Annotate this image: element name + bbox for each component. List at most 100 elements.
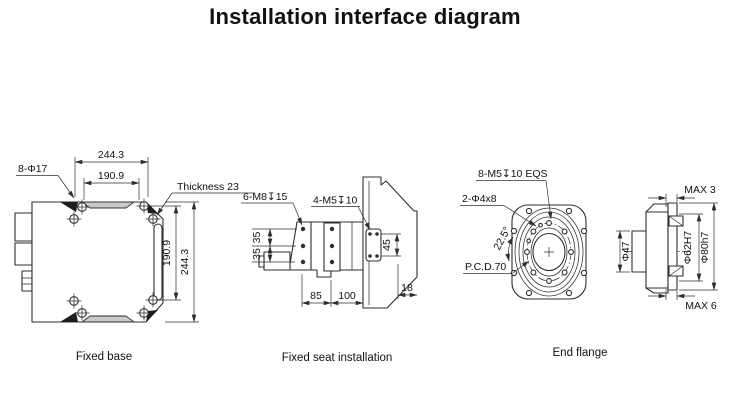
dim-value: Φ62H7 — [682, 231, 694, 265]
callout-text: 4-M5↧10 — [313, 195, 358, 207]
center-bore — [532, 232, 566, 272]
dim-flange-diameter: Φ80h7 — [679, 202, 718, 291]
callout-text: 22.5° — [491, 225, 513, 252]
connector-block-top — [14, 212, 33, 242]
callout-holes: 8-Φ17 — [16, 163, 75, 199]
screw-section-bottom — [668, 265, 684, 277]
dim-hub-diameter: Φ47 — [616, 230, 632, 273]
foot-bracket — [263, 251, 291, 271]
bolt-hole — [329, 243, 335, 249]
bolt-hole — [375, 254, 379, 258]
dim-value: 190.9 — [98, 170, 124, 182]
bolt-hole — [368, 232, 372, 236]
bolt-hole — [329, 259, 335, 265]
dim-value: 18 — [401, 282, 413, 294]
callout-thickness: Thickness 23 — [156, 181, 255, 216]
dim-value: 35 — [251, 232, 263, 244]
dim-value: 35 — [251, 248, 263, 260]
dim-max-top: MAX 3 — [648, 184, 716, 207]
bolt-hole — [368, 254, 372, 258]
callout-text: 8-Φ17 — [18, 163, 48, 175]
dim-value: MAX 6 — [685, 300, 717, 312]
fixed-base-drawing: 244.3 190.9 190.9 244.3 — [14, 149, 255, 363]
callout-flange-bolts: 4-M5↧10 — [311, 195, 371, 231]
terminal-block — [21, 270, 33, 292]
dim-offset: 18 — [397, 264, 418, 299]
dim-value: MAX 3 — [684, 184, 716, 196]
callout-angle: 22.5° — [491, 225, 513, 262]
dim-spigot-diameter: Φ62H7 — [679, 213, 703, 282]
dim-value: 45 — [381, 239, 393, 251]
hole — [66, 293, 82, 309]
hole — [145, 292, 161, 308]
dim-value: 244.3 — [98, 149, 124, 161]
fixed-seat-drawing: 35 35 45 18 85 — [241, 176, 418, 364]
bolt-hole — [300, 226, 306, 232]
left-mount-plate — [288, 221, 312, 271]
callout-pin-holes: 2-Φ4x8 — [460, 193, 537, 227]
hole — [145, 211, 161, 227]
caption-fixed-base: Fixed base — [76, 351, 132, 363]
hole — [66, 211, 82, 227]
page-title: Installation interface diagram — [209, 4, 521, 29]
flange-bolt-holes — [524, 220, 574, 284]
callout-pcd: P.C.D.70 — [463, 260, 530, 274]
body-section — [645, 211, 669, 289]
callout-text: 8-M5↧10 EQS — [478, 168, 548, 180]
dim-flange-pitch: 45 — [381, 233, 401, 257]
corner-wedge-tl — [60, 202, 78, 212]
bottom-chamfer — [645, 287, 669, 294]
lobe-hole — [565, 289, 573, 297]
callout-flange-bolts: 8-M5↧10 EQS — [476, 168, 553, 220]
bottom-edge-slot — [81, 315, 135, 323]
bolt-hole — [300, 259, 306, 265]
lobe-hole — [510, 227, 518, 235]
callout-text: Thickness 23 — [177, 181, 239, 193]
lobe-hole — [580, 227, 588, 235]
dim-value: Φ80h7 — [699, 231, 711, 263]
hole — [136, 305, 152, 321]
pin-hole — [538, 222, 543, 228]
dim-top-outer: 244.3 — [74, 149, 149, 197]
callout-text: P.C.D.70 — [465, 261, 506, 273]
bolt-hole — [329, 226, 335, 232]
dim-value: 190.9 — [161, 240, 173, 266]
hole — [136, 198, 152, 214]
small-flange-plate — [365, 228, 382, 262]
bolt-hole — [375, 232, 379, 236]
lobe-hole — [525, 289, 533, 297]
top-chamfer — [645, 203, 669, 213]
dim-span: 85 100 — [301, 274, 364, 308]
dim-side-outer: 244.3 — [165, 201, 199, 323]
caption-end-flange: End flange — [553, 347, 608, 359]
lobe-hole — [525, 207, 533, 215]
dim-hole-pitch: 35 35 — [251, 228, 297, 263]
hole — [74, 305, 90, 321]
flange-ring — [514, 207, 584, 297]
screw-section-top — [668, 215, 684, 227]
hole — [74, 199, 90, 215]
flange-ring — [530, 227, 568, 277]
robot-base-profile — [362, 176, 418, 309]
bolt-hole — [300, 243, 306, 249]
foot-nose — [258, 255, 265, 268]
mounting-holes — [66, 198, 161, 321]
dim-max-bottom: MAX 6 — [648, 289, 717, 312]
end-flange-drawing: 8-M5↧10 EQS 2-Φ4x8 22.5° P.C.D.70 — [460, 168, 718, 359]
lobe-hole — [510, 269, 518, 277]
callout-base-bolts: 6-M8↧15 — [241, 191, 303, 226]
corner-wedge-tr — [146, 202, 158, 214]
lobe-hole — [565, 207, 573, 215]
callout-text: 6-M8↧15 — [243, 191, 288, 203]
dim-value: 100 — [338, 290, 356, 302]
flange-plate-section — [667, 202, 678, 291]
dim-top-inner: 190.9 — [83, 170, 140, 200]
corner-wedge-bl — [60, 312, 78, 322]
base-plate-outline — [31, 201, 164, 323]
callout-text: 2-Φ4x8 — [462, 193, 497, 205]
top-edge-slot — [81, 201, 135, 209]
dim-value: 244.3 — [179, 249, 191, 275]
flange-front-view — [510, 204, 588, 300]
